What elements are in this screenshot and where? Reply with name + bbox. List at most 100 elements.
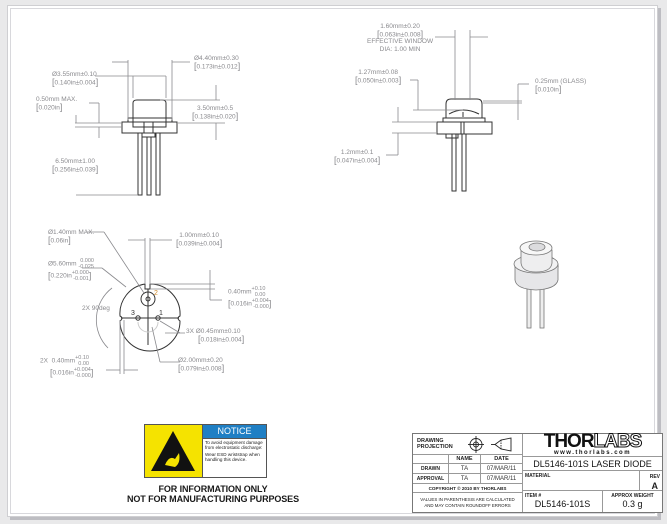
dim-prefix: 2X (40, 357, 48, 365)
dim-in-value: 0.256in±0.039 (54, 165, 96, 173)
material-cell: MATERIAL (523, 471, 640, 491)
dim-pin-diameter: 3X Ø0.45mm±0.10 [0.018in±0.004] (186, 328, 244, 343)
notice-content: NOTICE To avoid equipment damage from el… (203, 425, 266, 477)
dim-angle: 2X 90deg (82, 305, 110, 312)
dim-in-value: 0.050in±0.003 (357, 76, 399, 84)
dim-in: [0.010in] (535, 83, 562, 94)
dim-tol: +0.000-0.001 (72, 270, 89, 282)
logo-labs: LABS (593, 431, 643, 452)
base-outline (119, 283, 181, 352)
notice-text-1: To avoid equipment damage from electrost… (205, 440, 263, 450)
tol-minus: 0.00 (78, 361, 89, 367)
dim-mm-row: Ø5.60mm 0.000-0.025 (48, 258, 94, 270)
tol-plus: +0.10 (251, 286, 266, 292)
dim-in-value: 0.020in (38, 103, 60, 111)
blank-header-cell (413, 455, 449, 464)
tol-plus: +0.004 (251, 298, 269, 304)
dim-mm: 1.60mm±0.20 (380, 23, 420, 30)
dim-in-value: 0.138in±0.020 (194, 112, 236, 120)
dim-in: [0.06in] (48, 234, 71, 245)
dim-in-value: 0.140in±0.004 (54, 78, 96, 86)
disclaimer-line-1: FOR INFORMATION ONLY (158, 484, 268, 494)
dim-in-value: 0.010in (537, 85, 559, 93)
dim-mm: 0.50mm MAX. (36, 96, 78, 103)
rev-cell: REV A (640, 471, 662, 491)
tol-minus: -0.000 (253, 304, 269, 310)
dim-mm: 0.40mm (228, 288, 252, 296)
dim-in: 0.220in (50, 272, 72, 280)
dim-in: [0.050in±0.003] (355, 74, 402, 85)
copyright: COPYRIGHT © 2010 BY THORLABS (413, 484, 523, 493)
tol-plus: 0.000 (80, 258, 94, 264)
dim-mm: 1.00mm±0.10 (179, 232, 219, 239)
disclaimer: FOR INFORMATION ONLY NOT FOR MANUFACTURI… (118, 484, 308, 504)
dim-in: [0.039in±0.004] (176, 237, 223, 248)
dim-pin-circle: Ø2.00mm±0.20 [0.079in±0.008] (178, 357, 224, 372)
dim-in: 0.016in (52, 369, 74, 377)
dim-flange-diameter: Ø4.40mm±0.30 [0.173in±0.012] (194, 55, 240, 70)
tol-minus: -0.025 (78, 264, 94, 270)
dim-in: [0.063in±0.008] (376, 28, 424, 39)
weight-label: APPROX WEIGHT (611, 493, 654, 499)
dim-mm: Ø3.55mm±0.10 (52, 71, 97, 78)
weight-cell: APPROX WEIGHT 0.3 g (603, 491, 662, 512)
section-cap (445, 98, 483, 118)
notice-header: NOTICE (203, 425, 266, 439)
lead-base (141, 132, 156, 138)
row-approval-date: 07/MAR/11 (481, 474, 523, 484)
sheet-border (10, 8, 655, 514)
item-cell: ITEM # DL5146-101S (523, 491, 603, 512)
dim-in: [0.256in±0.039] (52, 163, 99, 174)
dim-note: EFFECTIVE WINDOW (367, 38, 434, 46)
lead-2 (146, 136, 152, 196)
tol-plus: +0.000 (71, 270, 89, 276)
tol-minus: -0.001 (73, 276, 89, 282)
dim-mm: Ø5.60mm (48, 260, 77, 268)
row-approval-role: APPROVAL (413, 474, 449, 484)
logo-thor: THOR (543, 431, 595, 452)
dim-tol: 0.000-0.025 (78, 258, 94, 270)
dim-tol: +0.004-0.000 (74, 367, 91, 379)
row-drawn-date: 07/MAR/11 (481, 464, 523, 474)
dim-mm: 1.27mm±0.08 (358, 69, 398, 76)
dim-in: [0.047in±0.004] (334, 154, 381, 165)
lead-1 (137, 132, 143, 196)
pin-label-1: 1 (159, 310, 163, 317)
dim-key-width: 1.00mm±0.10 [0.039in±0.004] (176, 232, 222, 247)
weight-value: 0.3 g (622, 499, 643, 509)
esd-triangle-icon (151, 431, 195, 471)
title-block: DRAWING PROJECTION NAME DATE DRAWN TA 07… (412, 431, 663, 513)
projection-cell: DRAWING PROJECTION (413, 434, 523, 455)
dim-glass: 0.25mm (GLASS) [0.010in] (535, 78, 586, 93)
row-approval-name: TA (449, 474, 481, 484)
notice-text-2: Wear ESD wriststrap when handling this d… (205, 452, 260, 462)
logo-url: www.thorlabs.com (553, 450, 632, 456)
tol-plus: +0.10 (75, 355, 89, 361)
dim-mm: 0.40mm (51, 357, 76, 365)
dim-mm: 1.2mm±0.1 (340, 149, 374, 156)
section-view (436, 98, 493, 192)
dim-mm: Ø2.00mm±0.20 (178, 357, 223, 364)
projection-label: DRAWING PROJECTION (417, 438, 453, 450)
disclaimer-line-2: NOT FOR MANUFACTURING PURPOSES (126, 494, 299, 504)
dim-tol: +0.004-0.000 (252, 298, 269, 310)
dim-in: [0.138in±0.020] (192, 110, 239, 121)
dim-cap-offset: 0.50mm MAX. [0.020in] (36, 96, 77, 111)
dim-mm: 3X Ø0.45mm±0.10 (186, 328, 241, 335)
col-name-header: NAME (449, 455, 481, 464)
dim-lead-length: 6.50mm±1.00 [0.256in±0.039] (52, 158, 98, 173)
dim-window: 1.60mm±0.20 [0.063in±0.008] EFFECTIVE WI… (367, 23, 433, 53)
tol-minus: 0.00 (254, 292, 266, 298)
dim-in: [0.173in±0.012] (194, 60, 241, 71)
rev-value: A (651, 481, 659, 491)
dim-in: [0.140in±0.004] (52, 76, 99, 87)
lead-3 (155, 132, 161, 196)
dim-in-row: [0.220in+0.000-0.001] (48, 270, 92, 282)
dim-in: [0.018in±0.004] (198, 333, 245, 344)
dim-in: [0.079in±0.008] (178, 362, 225, 373)
dim-in-value: 0.047in±0.004 (336, 156, 378, 164)
